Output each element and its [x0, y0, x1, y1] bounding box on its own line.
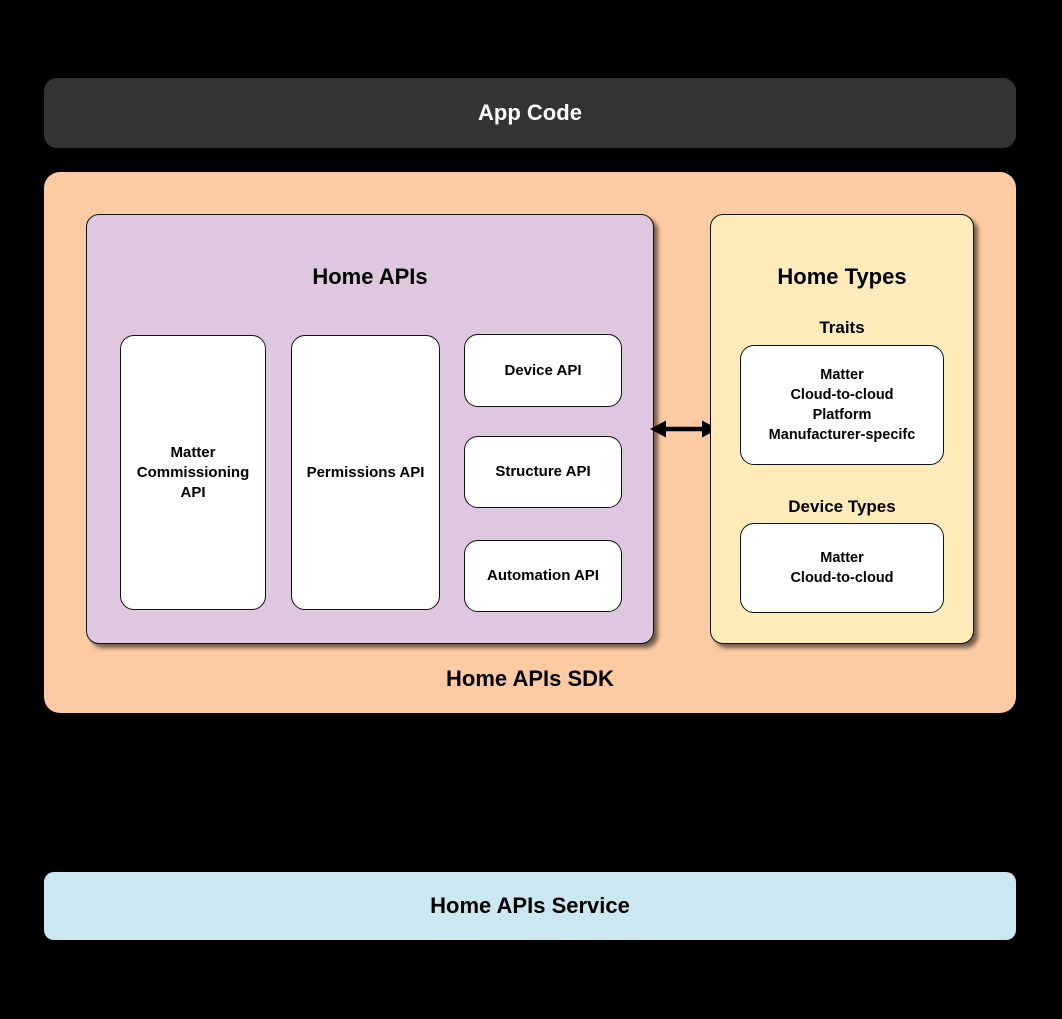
bidirectional-arrow-icon	[650, 420, 718, 438]
app-code-bar: App Code	[44, 78, 1016, 148]
device-api-box: Device API	[464, 334, 622, 407]
automation-api-label: Automation API	[487, 567, 599, 584]
home-types-panel: Home Types Traits Matter Cloud-to-cloud …	[710, 214, 974, 644]
trait-item: Manufacturer-specifc	[768, 427, 916, 443]
traits-box: Matter Cloud-to-cloud Platform Manufactu…	[740, 345, 944, 465]
permissions-api-label: Permissions API	[306, 463, 425, 481]
matter-commissioning-api-label-line: Matter	[170, 443, 216, 461]
home-apis-service-label: Home APIs Service	[430, 893, 630, 918]
app-code-label: App Code	[478, 100, 582, 125]
device-api-label: Device API	[504, 361, 582, 379]
trait-item: Matter	[820, 367, 864, 383]
matter-commissioning-api-label-line: API	[180, 483, 206, 501]
home-apis-sdk-label: Home APIs SDK	[446, 666, 614, 691]
traits-heading: Traits	[819, 318, 865, 337]
trait-item: Platform	[812, 407, 872, 423]
device-type-item: Matter	[820, 550, 864, 566]
automation-api-box: Automation API	[464, 540, 622, 612]
home-apis-title: Home APIs	[312, 264, 428, 289]
trait-item: Cloud-to-cloud	[790, 387, 894, 403]
structure-api-box: Structure API	[464, 436, 622, 508]
structure-api-label: Structure API	[495, 463, 591, 480]
home-apis-service-bar: Home APIs Service	[44, 872, 1016, 940]
matter-commissioning-api-box: Matter Commissioning API	[120, 335, 266, 610]
home-apis-sdk-container: Home APIs Matter Commissioning API Permi…	[44, 172, 1016, 713]
home-apis-panel: Home APIs Matter Commissioning API Permi…	[86, 214, 654, 644]
device-types-heading: Device Types	[788, 497, 896, 516]
permissions-api-box: Permissions API	[291, 335, 440, 610]
home-types-title: Home Types	[777, 264, 907, 289]
device-types-box: Matter Cloud-to-cloud	[740, 523, 944, 613]
device-type-item: Cloud-to-cloud	[790, 570, 894, 586]
matter-commissioning-api-label-line: Commissioning	[136, 463, 250, 481]
